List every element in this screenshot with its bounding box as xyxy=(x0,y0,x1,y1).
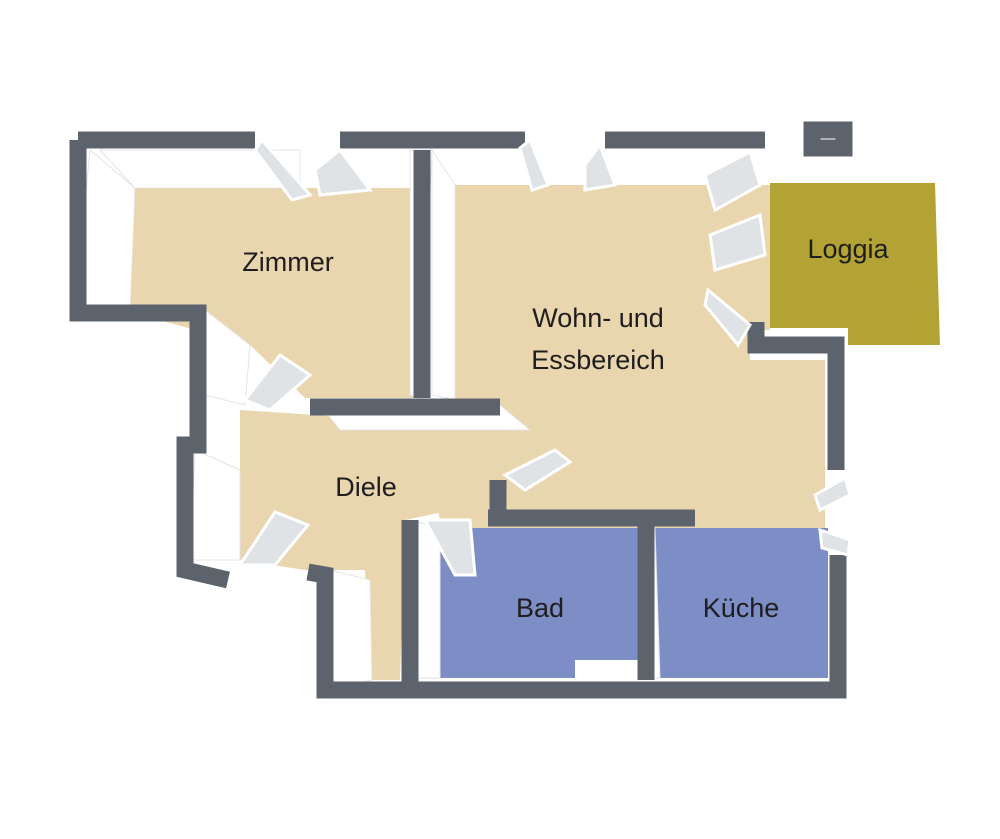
floor-kueche xyxy=(655,528,828,678)
floor-zimmer xyxy=(130,188,420,398)
room-label-zimmer: Zimmer xyxy=(242,247,334,277)
room-label-kueche: Küche xyxy=(702,593,780,623)
room-label-wohn-line1: Wohn- und xyxy=(532,303,664,333)
room-label-bad: Bad xyxy=(515,593,565,623)
room-label-diele: Diele xyxy=(335,472,397,502)
room-label-loggia: Loggia xyxy=(807,234,889,264)
walls xyxy=(69,121,853,699)
floor-loggia xyxy=(770,183,940,345)
room-label-wohn-line2: Essbereich xyxy=(531,345,665,375)
doors-and-windows xyxy=(237,137,852,577)
floor-bad xyxy=(440,528,638,678)
floor-diele xyxy=(240,410,555,680)
